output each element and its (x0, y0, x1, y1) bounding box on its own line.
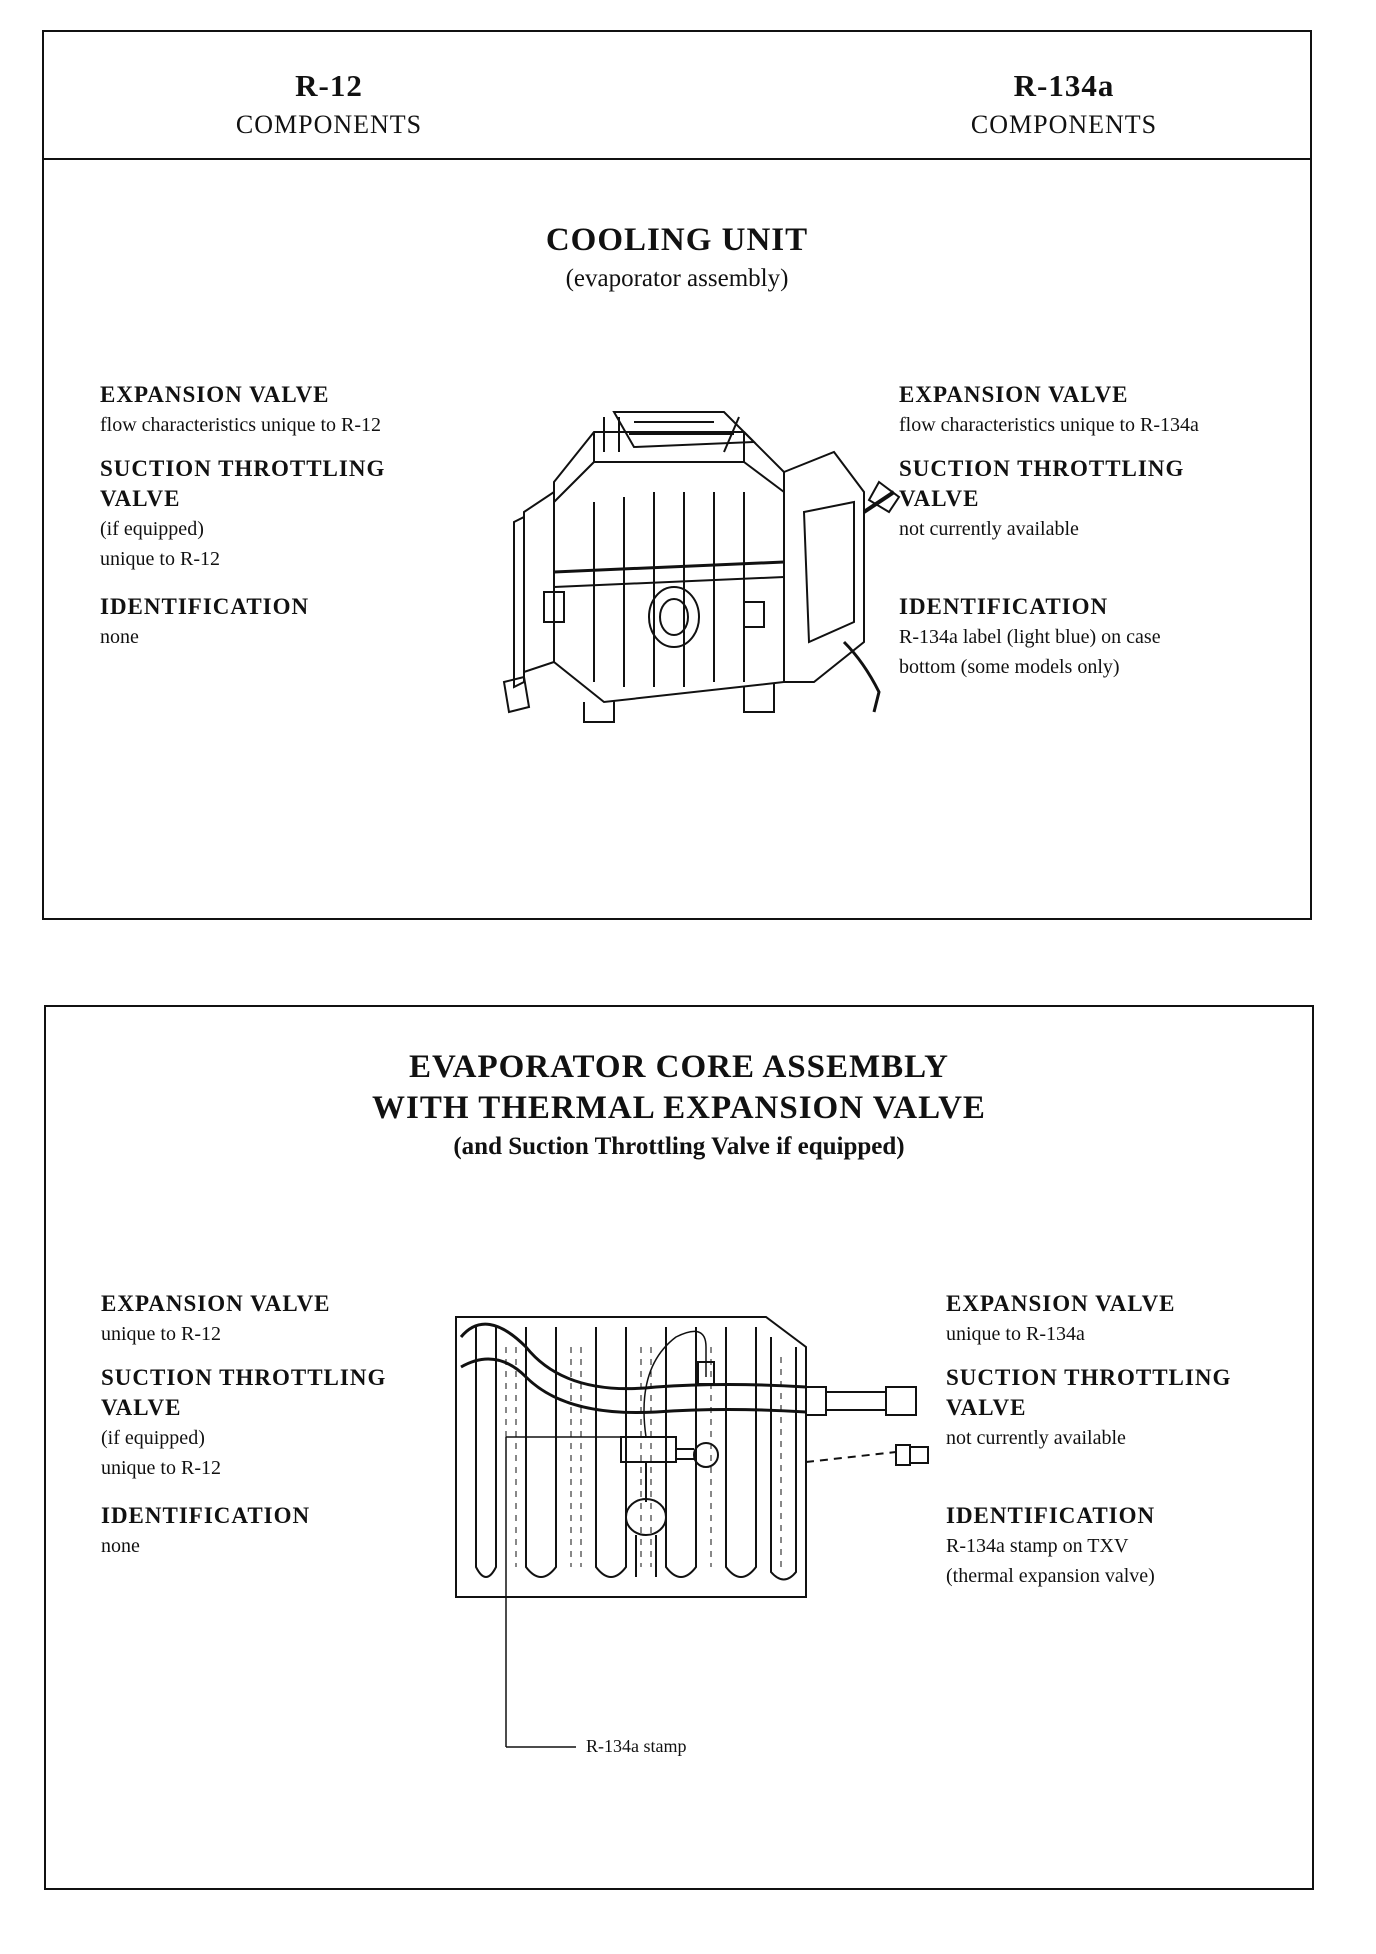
r134a-identification-text: R-134a label (light blue) on case (899, 626, 1161, 648)
r134a-subtitle: COMPONENTS (970, 110, 1158, 139)
cooling-unit-title: COOLING UNIT (545, 222, 809, 258)
r12-suction-label: SUCTION THROTTLING (100, 456, 386, 481)
r134a-expansion-text: flow characteristics unique to R-134a (899, 414, 1199, 436)
r134a-identification-text-2: bottom (some models only) (899, 656, 1120, 678)
r12-evap-expansion-text: unique to R-12 (101, 1323, 221, 1345)
cooling-unit-title-block: COOLING UNIT (evaporator assembly) (44, 222, 1310, 293)
r134a-evap-identification-label: IDENTIFICATION (946, 1503, 1156, 1528)
r134a-evaporator-details: EXPANSION VALVE unique to R-134a SUCTION… (946, 1289, 1306, 1591)
r134a-suction-text: not currently available (899, 518, 1079, 540)
r134a-evap-suction-label-2: VALVE (946, 1395, 1027, 1420)
r134a-evap-suction-label: SUCTION THROTTLING (946, 1365, 1232, 1390)
r134a-evap-identification-text: R-134a stamp on TXV (946, 1535, 1129, 1557)
r12-evaporator-details: EXPANSION VALVE unique to R-12 SUCTION T… (101, 1289, 501, 1561)
r12-evap-suction-label: SUCTION THROTTLING (101, 1365, 387, 1390)
r134a-title: R-134a (1013, 68, 1115, 103)
r134a-suction-label-2: VALVE (899, 486, 980, 511)
r134a-evap-identification-text-2: (thermal expansion valve) (946, 1565, 1155, 1587)
evaporator-core-illustration (455, 1316, 929, 1748)
r12-expansion-text: flow characteristics unique to R-12 (100, 414, 382, 436)
r12-evap-suction-text-2: unique to R-12 (101, 1457, 221, 1479)
r12-evap-identification-text: none (101, 1535, 140, 1557)
r134a-evap-expansion-label: EXPANSION VALVE (946, 1291, 1176, 1316)
r12-identification-text: none (100, 626, 139, 648)
r12-identification-label: IDENTIFICATION (100, 594, 310, 619)
r134a-identification-label: IDENTIFICATION (899, 594, 1109, 619)
r12-expansion-label: EXPANSION VALVE (100, 382, 330, 407)
cooling-unit-illustration (502, 411, 901, 723)
r12-evap-expansion-label: EXPANSION VALVE (101, 1291, 331, 1316)
r12-cooling-details: EXPANSION VALVE flow characteristics uni… (100, 380, 520, 652)
r134a-cooling-details: EXPANSION VALVE flow characteristics uni… (899, 380, 1309, 682)
evaporator-subtitle: (and Suction Throttling Valve if equippe… (453, 1133, 905, 1160)
evaporator-title-line-1: EVAPORATOR CORE ASSEMBLY (409, 1049, 949, 1085)
cooling-unit-subtitle: (evaporator assembly) (565, 265, 789, 292)
evaporator-title-line-2: WITH THERMAL EXPANSION VALVE (372, 1090, 986, 1126)
r134a-evap-expansion-text: unique to R-134a (946, 1323, 1085, 1345)
evaporator-core-panel: EVAPORATOR CORE ASSEMBLY WITH THERMAL EX… (44, 1005, 1314, 1890)
r134a-expansion-label: EXPANSION VALVE (899, 382, 1129, 407)
r134a-column-header: R-134a COMPONENTS (864, 68, 1264, 140)
column-header: R-12 COMPONENTS R-134a COMPONENTS (44, 32, 1310, 160)
r134a-suction-label: SUCTION THROTTLING (899, 456, 1185, 481)
r12-title: R-12 (295, 68, 363, 103)
r12-subtitle: COMPONENTS (235, 110, 423, 139)
r12-evap-suction-text: (if equipped) (101, 1427, 205, 1449)
r134a-evap-suction-text: not currently available (946, 1427, 1126, 1449)
r12-evap-identification-label: IDENTIFICATION (101, 1503, 311, 1528)
evaporator-title-block: EVAPORATOR CORE ASSEMBLY WITH THERMAL EX… (46, 1049, 1312, 1161)
cooling-unit-panel: R-12 COMPONENTS R-134a COMPONENTS COOLIN… (42, 30, 1312, 920)
r12-column-header: R-12 COMPONENTS (129, 68, 529, 140)
r134a-stamp-callout: R-134a stamp (586, 1736, 687, 1756)
r12-suction-text: (if equipped) (100, 518, 204, 540)
r12-suction-text-2: unique to R-12 (100, 548, 220, 570)
r12-suction-label-2: VALVE (100, 486, 181, 511)
r12-evap-suction-label-2: VALVE (101, 1395, 182, 1420)
